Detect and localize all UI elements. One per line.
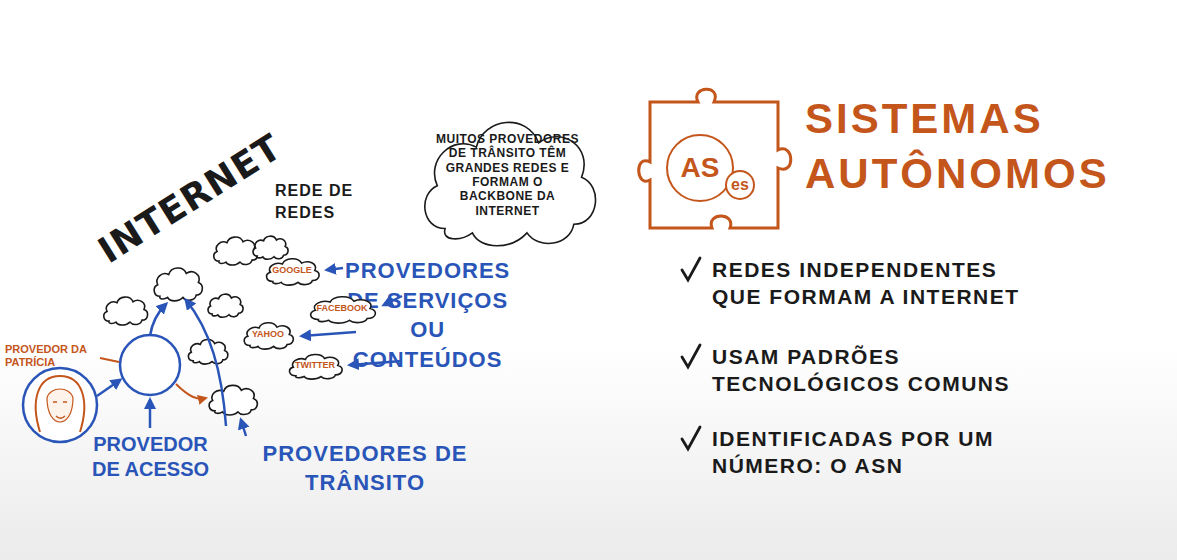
check-marks: [682, 258, 700, 449]
node-text: AS: [681, 152, 720, 184]
puzzle-piece: [639, 89, 791, 228]
es-circle: es: [725, 170, 755, 200]
checklist-item: REDES INDEPENDENTES QUE FORMAM A INTERNE…: [712, 256, 1042, 311]
diagram-title: SISTEMAS AUTÔNOMOS: [805, 92, 1165, 201]
patricia-portrait: [23, 368, 97, 442]
cloud-node: GOOGLE: [262, 254, 322, 286]
checklist-item: USAM PADRÕES TECNOLÓGICOS COMUNS: [712, 343, 1042, 398]
access-provider-circle: [120, 335, 180, 395]
node-text: MUITOS PROVEDORES DE TRÂNSITO TÊM GRANDE…: [435, 132, 580, 218]
cloud-node: TWITTER: [285, 350, 345, 380]
cloud-node: YAHOO: [240, 318, 296, 350]
node-text: es: [731, 176, 749, 194]
provider-label: PROVEDORES DE TRÂNSITO: [245, 440, 485, 497]
orange-leaders: [100, 358, 206, 399]
node-text: FACEBOOK: [316, 303, 367, 313]
as-circle: AS: [666, 134, 734, 202]
provider-label: PROVEDOR DA PATRÍCIA: [5, 343, 97, 369]
checklist-item: IDENTIFICADAS POR UM NÚMERO: O ASN: [712, 425, 1042, 480]
node-text: TWITTER: [295, 360, 335, 370]
node-text: YAHOO: [252, 329, 284, 339]
node-text: GOOGLE: [272, 265, 312, 275]
subheading-label: REDE DE REDES: [275, 180, 385, 223]
provider-label: PROVEDOR DE ACESSO: [88, 432, 213, 482]
thought-bubble: MUITOS PROVEDORES DE TRÂNSITO TÊM GRANDE…: [410, 100, 605, 250]
cloud-node: FACEBOOK: [305, 292, 379, 324]
